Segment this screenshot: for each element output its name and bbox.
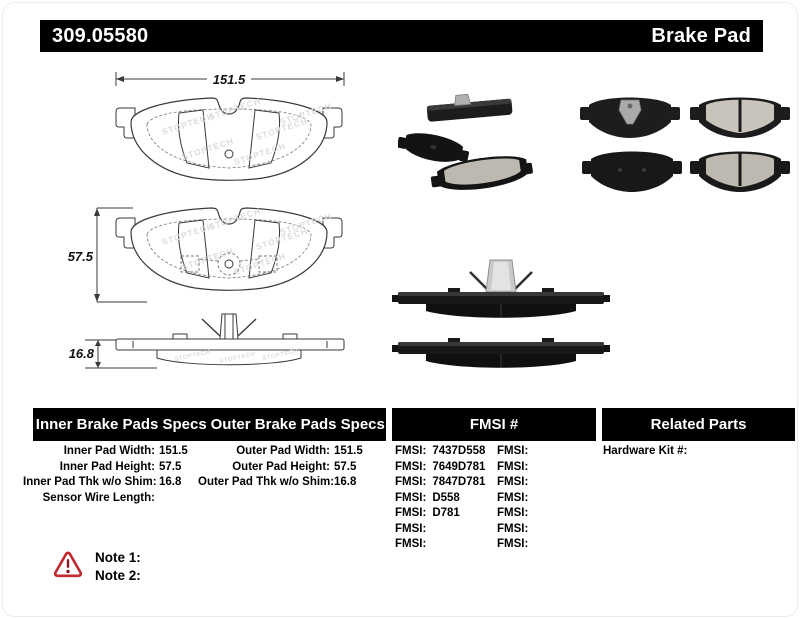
sensor-clip <box>454 93 472 106</box>
height-dim-label: 57.5 <box>68 249 94 264</box>
fmsi-label: FMSI: <box>395 460 427 473</box>
fmsi-label: FMSI: <box>395 476 427 488</box>
spec-label: Inner Pad Width: <box>63 445 155 457</box>
warning-triangle-icon <box>54 551 82 578</box>
related-parts-header-bar: Related Parts <box>602 408 795 441</box>
fmsi-label: FMSI: <box>497 491 529 504</box>
spec-label: Outer Pad Width: <box>236 445 330 457</box>
spec-value: 57.5 <box>334 460 357 473</box>
table-row: Outer Pad Height: 57.5 <box>198 460 372 476</box>
fmsi-value: 7649D781 <box>432 460 486 473</box>
product-type-title: Brake Pad <box>651 24 751 47</box>
table-row: FMSI: <box>497 475 534 491</box>
width-dimension <box>115 72 345 86</box>
pad-front-view <box>115 205 343 291</box>
fmsi-label: FMSI: <box>395 522 427 535</box>
part-number: 309.05580 <box>52 24 149 47</box>
table-row: FMSI: <box>497 506 534 522</box>
product-photo-side-stack <box>392 259 610 368</box>
table-row: Outer Pad Thk w/o Shim: 16.8 <box>198 475 372 491</box>
fmsi-value: 7437D558 <box>432 445 486 457</box>
note-2: Note 2: <box>95 568 141 583</box>
fmsi-value: 7847D781 <box>432 476 486 488</box>
table-row: Inner Pad Width: 151.5 <box>23 444 197 460</box>
thickness-dim-label: 16.8 <box>69 346 95 361</box>
fmsi-title: FMSI # <box>469 416 519 433</box>
fmsi-label: FMSI: <box>395 538 427 550</box>
table-row: Sensor Wire Length: <box>23 491 197 507</box>
spec-value: 16.8 <box>159 476 182 488</box>
inner-specs-title: Inner Brake Pads Specs <box>35 416 207 433</box>
fmsi-header-bar: FMSI # <box>392 408 596 441</box>
spec-value: 57.5 <box>159 460 182 473</box>
related-parts-table: Hardware Kit #: <box>603 444 693 460</box>
spec-value: 151.5 <box>159 445 188 457</box>
pad-side-view: STOPTECH STOPTECH STOPTECH <box>115 313 345 366</box>
table-row: Hardware Kit #: <box>603 444 693 460</box>
fmsi-label: FMSI: <box>395 491 427 504</box>
fmsi-label: FMSI: <box>497 460 529 473</box>
table-row: FMSI: 7649D781 <box>395 460 485 476</box>
table-row: FMSI: <box>395 537 485 553</box>
fmsi-value: D558 <box>432 491 460 504</box>
spec-label: Outer Pad Thk w/o Shim: <box>198 476 335 488</box>
spec-label: Outer Pad Height: <box>232 460 330 473</box>
fmsi-value: D781 <box>432 507 460 519</box>
outer-specs-title: Outer Brake Pads Specs <box>210 416 385 433</box>
fmsi-label: FMSI: <box>497 522 529 535</box>
bottom-pad <box>392 338 610 368</box>
pad-top-view <box>115 95 343 181</box>
related-label: Hardware Kit #: <box>603 445 688 457</box>
table-row: FMSI: <box>497 491 534 507</box>
notes: Note 1: Note 2: <box>95 549 141 585</box>
fmsi-right-column: FMSI: FMSI: FMSI: FMSI: FMSI: FMSI: FMSI… <box>497 444 534 553</box>
fmsi-label: FMSI: <box>497 507 529 519</box>
table-row: FMSI: <box>497 460 534 476</box>
product-photo-flat-set <box>580 97 790 192</box>
fmsi-left-column: FMSI: 7437D558 FMSI: 7649D781 FMSI: 7847… <box>395 444 485 553</box>
height-dimension <box>94 207 147 303</box>
table-row: FMSI: <box>395 522 485 538</box>
fmsi-label: FMSI: <box>497 476 529 488</box>
fmsi-label: FMSI: <box>497 538 529 550</box>
table-row: Inner Pad Thk w/o Shim: 16.8 <box>23 475 197 491</box>
fmsi-label: FMSI: <box>395 507 427 519</box>
specs-header-bar: Inner Brake Pads Specs Outer Brake Pads … <box>33 408 386 441</box>
table-row: FMSI: <box>497 522 534 538</box>
table-row: FMSI: <box>497 537 534 553</box>
thickness-dimension <box>85 339 157 369</box>
table-row: FMSI: <box>497 444 534 460</box>
technical-drawing: STOPTECH STOPTECH STOPTECH STOPTECH STOP… <box>68 72 345 369</box>
header-bar: 309.05580 Brake Pad <box>40 20 763 52</box>
table-row: FMSI: 7847D781 <box>395 475 485 491</box>
spec-value: 151.5 <box>334 445 363 457</box>
top-pad <box>392 288 610 318</box>
table-row: FMSI: 7437D558 <box>395 444 485 460</box>
sensor-clip <box>618 99 642 125</box>
table-row: FMSI: D781 <box>395 506 485 522</box>
fmsi-label: FMSI: <box>395 445 427 457</box>
related-parts-title: Related Parts <box>650 416 747 433</box>
product-photo-angled-set <box>398 93 533 190</box>
width-dim-label: 151.5 <box>213 72 246 87</box>
spec-label: Sensor Wire Length: <box>42 491 155 504</box>
spec-label: Inner Pad Height: <box>59 460 155 473</box>
outer-specs-table: Outer Pad Width: 151.5 Outer Pad Height:… <box>198 444 372 491</box>
fmsi-label: FMSI: <box>497 445 529 457</box>
table-row: Outer Pad Width: 151.5 <box>198 444 372 460</box>
table-row: FMSI: D558 <box>395 491 485 507</box>
spec-label: Inner Pad Thk w/o Shim: <box>23 476 157 488</box>
spec-value <box>159 491 197 507</box>
inner-specs-table: Inner Pad Width: 151.5 Inner Pad Height:… <box>23 444 197 506</box>
note-1: Note 1: <box>95 550 141 565</box>
table-row: Inner Pad Height: 57.5 <box>23 460 197 476</box>
spec-value: 16.8 <box>334 476 357 488</box>
